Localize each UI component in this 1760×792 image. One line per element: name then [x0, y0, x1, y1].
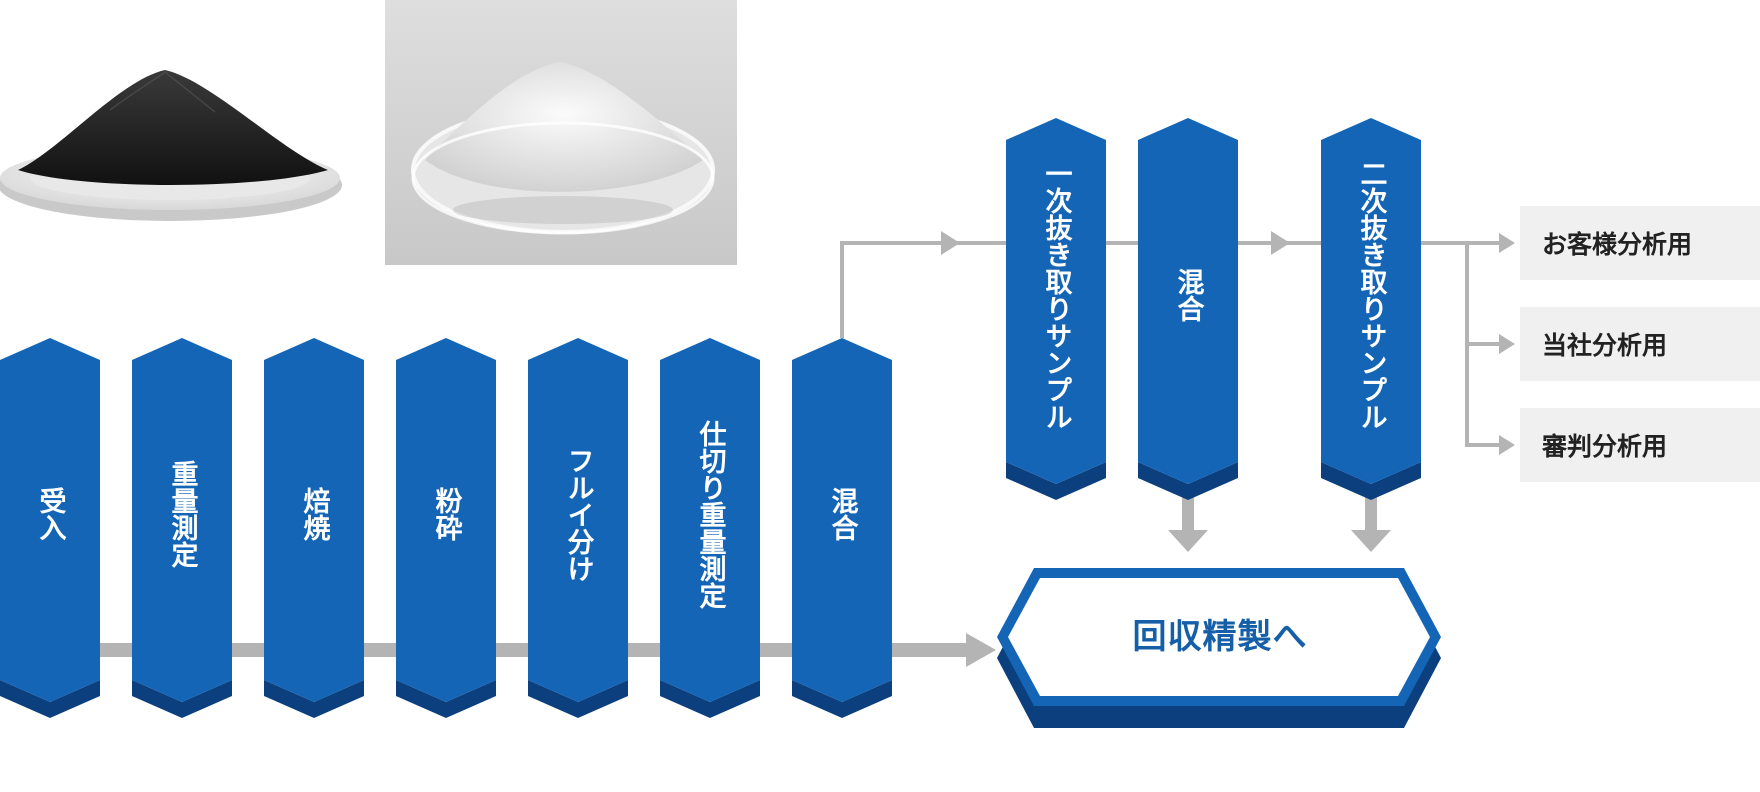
main-step-label-0: 受入: [34, 487, 66, 541]
sampling-step-shape-1: [1138, 118, 1238, 484]
dist-vertical-line: [1465, 243, 1503, 447]
main-step-shadow-4: [528, 680, 628, 718]
final-shape-face: [1008, 578, 1430, 696]
main-step-shadow-0: [0, 680, 100, 718]
main-step-shape-1: [132, 338, 232, 702]
main-step-label-1: 重量測定: [166, 460, 198, 568]
main-step-label-6: 混合: [826, 487, 858, 541]
sampling-step-shape-0: [1006, 118, 1106, 484]
sampling-step-label-1: 混合: [1172, 268, 1204, 322]
main-step-shape-4: [528, 338, 628, 702]
main-step-label-4: フルイ分け: [562, 446, 594, 582]
main-step-shape-3: [396, 338, 496, 702]
destination-customer-analysis: お客様分析用: [1520, 206, 1760, 280]
main-step-shadow-5: [660, 680, 760, 718]
main-step-label-5: 仕切り重量測定: [694, 419, 726, 609]
arrow-to-first-sample: [941, 231, 960, 255]
black-powder-on-plate-photo: [0, 0, 355, 265]
sampling-step-shadow-2: [1321, 462, 1421, 500]
main-step-shadow-6: [792, 680, 892, 718]
sampling-step-shape-2: [1321, 118, 1421, 484]
main-step-shadow-2: [264, 680, 364, 718]
main-step-shape-2: [264, 338, 364, 702]
destination-company-analysis: 当社分析用: [1520, 307, 1760, 381]
arrow-to-customer: [1499, 233, 1515, 253]
arrow-to-company: [1499, 334, 1515, 354]
arrow-to-second-sample: [1271, 231, 1290, 255]
sampling-step-shadow-0: [1006, 462, 1106, 500]
white-powder-in-petri-dish-photo: [385, 0, 737, 265]
main-step-shape-6: [792, 338, 892, 702]
sampling-step-label-2: 二次抜き取りサンプル: [1355, 160, 1387, 430]
sampling-step-label-0: 一次抜き取りサンプル: [1040, 160, 1072, 430]
sampling-step-shadow-1: [1138, 462, 1238, 500]
main-step-shape-5: [660, 338, 760, 702]
arrow-to-arbitration: [1499, 435, 1515, 455]
main-step-shape-0: [0, 338, 100, 702]
main-flow-arrowhead: [966, 633, 996, 667]
main-step-label-2: 焙焼: [298, 487, 330, 541]
destination-arbitration-analysis: 審判分析用: [1520, 408, 1760, 482]
down-arrow-mix: [1168, 530, 1208, 552]
final-recovery-refining-label: 回収精製へ: [1132, 616, 1308, 657]
down-arrow-second: [1351, 530, 1391, 552]
main-step-shadow-3: [396, 680, 496, 718]
main-step-label-3: 粉砕: [430, 487, 462, 541]
main-step-shadow-1: [132, 680, 232, 718]
